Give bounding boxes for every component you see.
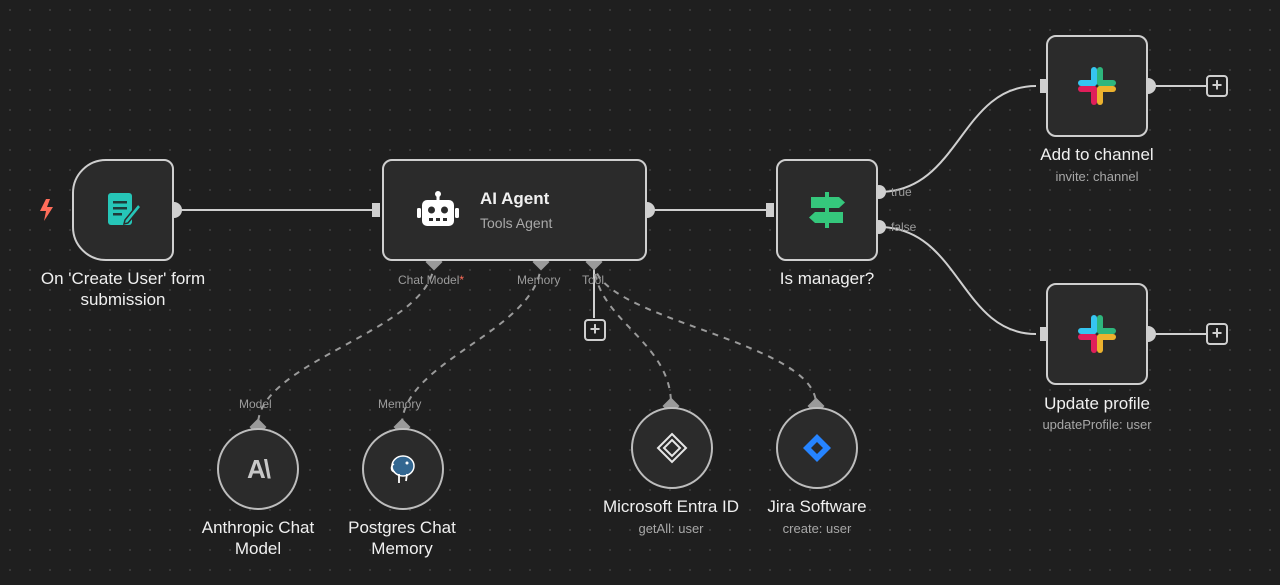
trigger-node[interactable] xyxy=(72,159,174,261)
edge-true-add-channel xyxy=(878,85,1037,193)
postgres-node[interactable] xyxy=(362,428,444,510)
entra-subtitle: getAll: user xyxy=(638,521,704,536)
jira-node[interactable] xyxy=(776,407,858,489)
ai-agent-title: AI Agent xyxy=(480,189,550,208)
edge-tool-entra xyxy=(593,261,672,405)
add-channel-subtitle: invite: channel xyxy=(1055,169,1139,184)
ai-agent-node[interactable]: AI Agent Tools Agent xyxy=(382,159,647,261)
add-after-profile-button[interactable]: + xyxy=(1206,323,1228,345)
update-profile-subtitle: updateProfile: user xyxy=(1042,417,1152,432)
edge-model xyxy=(257,261,435,426)
trigger-label: On 'Create User' form submission xyxy=(40,269,206,309)
jira-subtitle: create: user xyxy=(782,521,852,536)
false-branch-label: false xyxy=(891,220,917,234)
edge-tool-jira xyxy=(593,261,817,405)
chat-model-port-label: Chat Model* xyxy=(398,273,465,287)
anthropic-node[interactable]: A\ xyxy=(217,428,299,510)
if-label: Is manager? xyxy=(779,269,875,288)
anthropic-port-label: Model xyxy=(239,397,272,411)
slack-icon xyxy=(1078,315,1116,353)
anthropic-logo-icon: A\ xyxy=(247,453,271,484)
slack-icon xyxy=(1078,67,1116,105)
if-node[interactable] xyxy=(776,159,878,261)
postgres-port-label: Memory xyxy=(378,397,422,411)
ai-agent-subtitle: Tools Agent xyxy=(480,215,553,231)
update-profile-label: Update profile xyxy=(1044,394,1150,413)
add-channel-input-port[interactable] xyxy=(1040,79,1048,93)
trigger-bolt-icon xyxy=(40,199,53,221)
signpost-icon xyxy=(809,192,845,228)
agent-input-port[interactable] xyxy=(372,203,380,217)
add-after-channel-button[interactable]: + xyxy=(1206,75,1228,97)
entra-node[interactable] xyxy=(631,407,713,489)
add-channel-label: Add to channel xyxy=(1040,145,1154,164)
robot-icon xyxy=(417,191,459,226)
postgres-elephant-icon xyxy=(390,455,415,483)
if-input-port[interactable] xyxy=(766,203,774,217)
add-tool-button[interactable]: + xyxy=(584,319,606,341)
postgres-label: Postgres Chat Memory xyxy=(348,518,456,558)
update-profile-input-port[interactable] xyxy=(1040,327,1048,341)
tool-port-label: Tool xyxy=(582,273,605,287)
true-branch-label: true xyxy=(891,185,912,199)
entra-id-icon xyxy=(656,432,688,464)
edge-memory xyxy=(401,261,542,426)
entra-label: Microsoft Entra ID xyxy=(602,497,740,516)
memory-port-label: Memory xyxy=(517,273,561,287)
edge-false-update-profile xyxy=(878,226,1037,335)
jira-label: Jira Software xyxy=(767,497,867,516)
update-profile-node[interactable] xyxy=(1046,283,1148,385)
jira-icon xyxy=(803,434,831,462)
form-icon xyxy=(108,193,143,226)
add-channel-node[interactable] xyxy=(1046,35,1148,137)
anthropic-label: Anthropic Chat Model xyxy=(201,518,315,558)
